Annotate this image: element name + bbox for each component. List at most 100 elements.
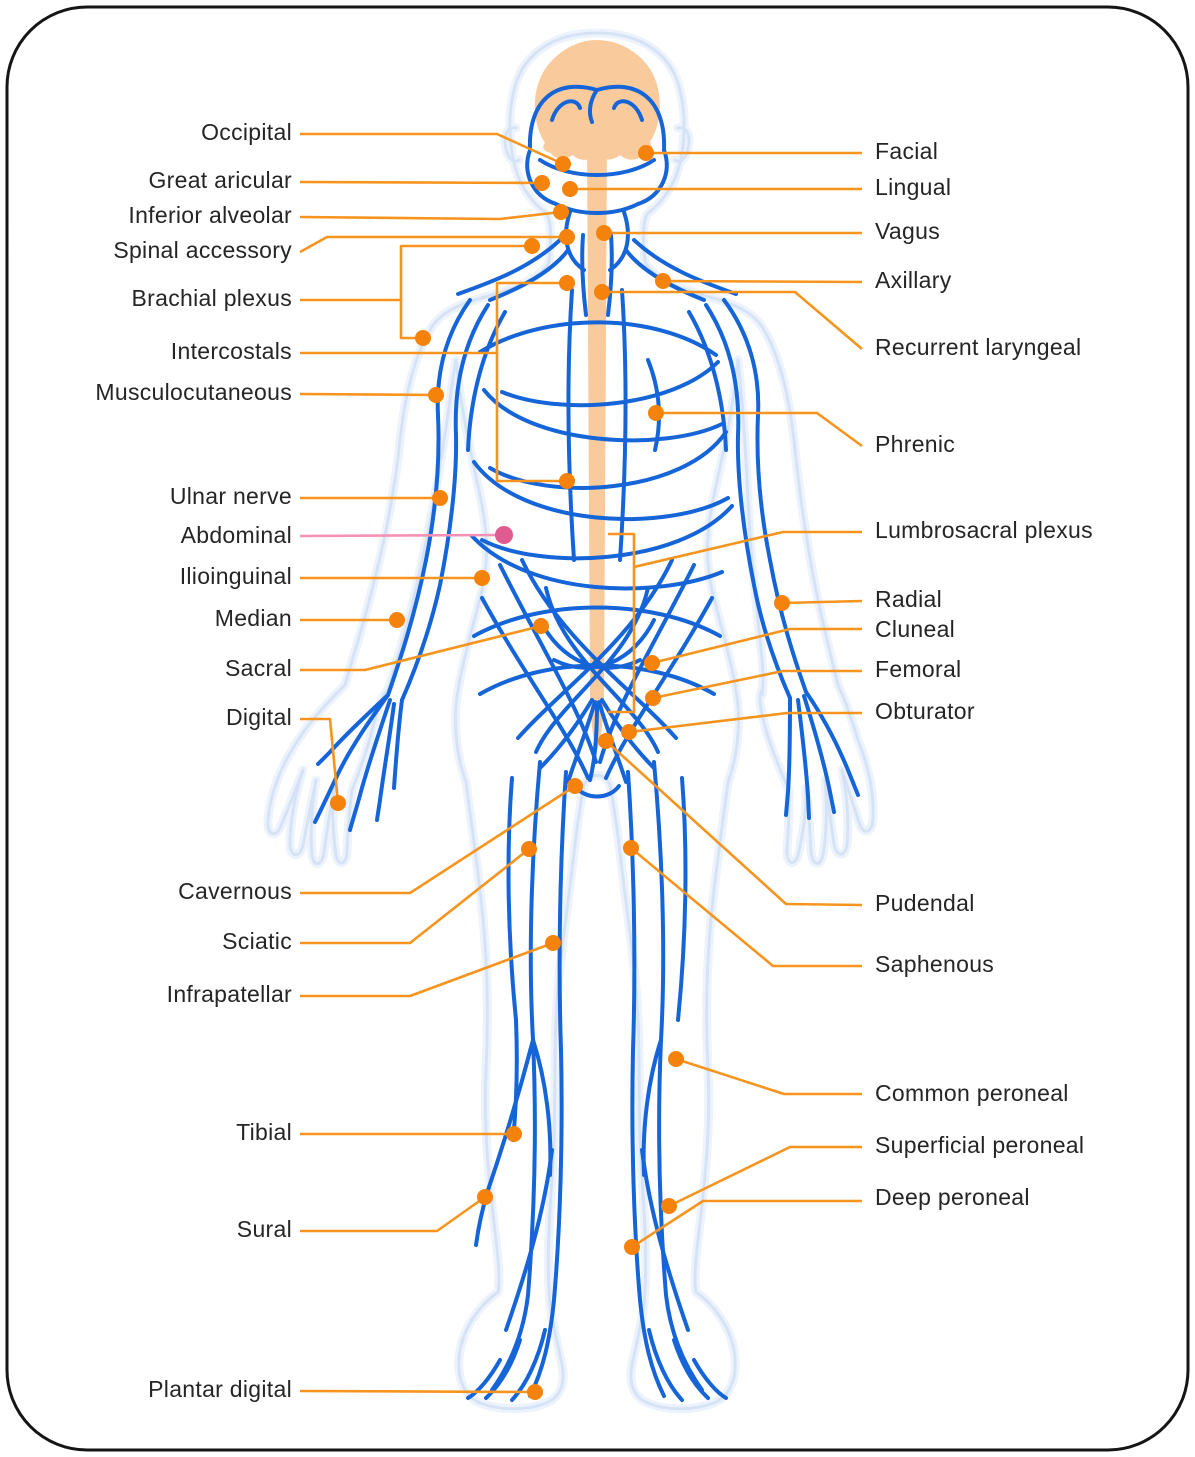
label-occipital: Occipital: [201, 119, 292, 145]
label-great-aricular: Great aricular: [148, 167, 292, 193]
body-outline: [643, 260, 840, 687]
body-outline: [503, 126, 521, 163]
leader-sacral: [300, 624, 542, 672]
nerve-dot-femoral: [645, 690, 661, 706]
leader-occipital: [300, 132, 564, 166]
nerve-path: [606, 233, 614, 317]
leader-deep-peroneal: [631, 1199, 862, 1249]
nerve-dot-obturator: [621, 724, 637, 740]
label-lingual: Lingual: [875, 174, 951, 200]
label-superficial-peroneal: Superficial peroneal: [875, 1132, 1084, 1158]
nerve-dot-ilioinguinal: [474, 570, 490, 586]
label-sacral: Sacral: [225, 655, 292, 681]
nerve-dot-facial: [638, 145, 654, 161]
nerve-path: [802, 694, 836, 814]
nerve-path: [386, 298, 472, 697]
label-saphenous: Saphenous: [875, 951, 994, 977]
nerve-path: [580, 233, 588, 317]
nerve-dot-great-aricular: [534, 175, 550, 191]
nerve-path: [588, 703, 599, 782]
nerve-path: [538, 698, 594, 770]
nerve-dot-tibial: [506, 1126, 522, 1142]
nerve-path: [490, 760, 542, 1392]
nerve-path: [538, 618, 642, 670]
nerve-dot-cluneal: [644, 655, 660, 671]
nerve-path: [500, 360, 720, 408]
nerve-path: [392, 698, 404, 790]
body-outline: [785, 786, 808, 865]
leader-abdominal: [299, 533, 505, 538]
leader-radial: [781, 599, 863, 605]
leader-saphenous: [630, 847, 862, 968]
nerve-path: [796, 698, 811, 820]
body-outline: [331, 786, 354, 865]
body-outline: [464, 780, 501, 1294]
nerve-dot-saphenous: [623, 840, 639, 856]
nerve-dot-sciatic: [521, 841, 537, 857]
nerve-path: [612, 99, 644, 122]
label-recurrent-laryngeal: Recurrent laryngeal: [875, 334, 1081, 360]
nerve-dot-intercostals: [559, 275, 575, 291]
label-femoral: Femoral: [875, 656, 961, 682]
nerve-path: [544, 586, 660, 754]
body-outline: [508, 31, 686, 264]
nerve-dot-brachial-plexus: [415, 330, 431, 346]
nerve-path: [566, 700, 597, 784]
label-infrapatellar: Infrapatellar: [167, 981, 292, 1007]
nerve-path: [550, 99, 582, 122]
nerve-dot-deep-peroneal: [624, 1239, 640, 1255]
nerve-dot-cavernous: [567, 778, 583, 794]
nerve-dot-sural: [477, 1189, 493, 1205]
nerve-path: [652, 760, 704, 1392]
nerve-path: [704, 303, 792, 700]
nerve-path: [348, 698, 392, 832]
nerve-dot-digital: [330, 795, 346, 811]
nerve-path: [647, 1328, 684, 1402]
nerve-path: [504, 1148, 554, 1332]
body-outline: [343, 260, 551, 687]
label-plantar-digital: Plantar digital: [148, 1376, 292, 1402]
leader-infrapatellar: [300, 941, 554, 998]
body-outline: [546, 783, 586, 1307]
nerve-path: [692, 1358, 728, 1400]
label-pudendal: Pudendal: [875, 890, 975, 916]
label-common-peroneal: Common peroneal: [875, 1080, 1069, 1106]
body-outline-echo: [755, 685, 794, 795]
leader-great-aricular: [299, 180, 543, 185]
nerve-dot-vagus: [596, 225, 612, 241]
leader-sciatic: [300, 847, 530, 945]
label-ulnar-nerve: Ulnar nerve: [170, 483, 292, 509]
leader-cavernous: [300, 784, 576, 895]
nerve-path: [597, 700, 628, 784]
nerve-path: [804, 690, 860, 797]
label-ilioinguinal: Ilioinguinal: [180, 563, 292, 589]
nerve-path: [534, 586, 650, 754]
nerve-dot-abdominal: [495, 526, 513, 544]
label-inferior-alveolar: Inferior alveolar: [128, 202, 292, 228]
nerve-dot-pudendal: [598, 733, 614, 749]
label-abdominal: Abdominal: [181, 522, 292, 548]
nerve-dot-ulnar-nerve: [432, 490, 448, 506]
label-phrenic: Phrenic: [875, 431, 955, 457]
leader-phrenic: [656, 411, 863, 448]
label-cluneal: Cluneal: [875, 616, 955, 642]
nerve-dot-infrapatellar: [545, 935, 561, 951]
leader-brachial-plexus: [399, 244, 532, 340]
body-outline-echo: [605, 780, 651, 1310]
nerve-path: [470, 534, 724, 591]
nerve-dot-spinal-accessory: [559, 229, 575, 245]
body-outline-echo: [383, 355, 461, 695]
body-outline: [266, 683, 347, 836]
leader-cluneal: [651, 627, 862, 665]
nerve-dot-superficial-peroneal: [661, 1198, 677, 1214]
brain-shape: [534, 40, 660, 160]
nerve-path: [722, 298, 808, 694]
nerve-path: [472, 460, 730, 522]
leader-axillary: [662, 279, 863, 284]
nerve-path: [484, 1338, 522, 1400]
leader-lumbrosacral-plexus: [633, 530, 862, 569]
leader-obturator: [628, 711, 862, 734]
nerve-dot-brachial-plexus: [524, 238, 540, 254]
nerve-path: [488, 248, 570, 302]
